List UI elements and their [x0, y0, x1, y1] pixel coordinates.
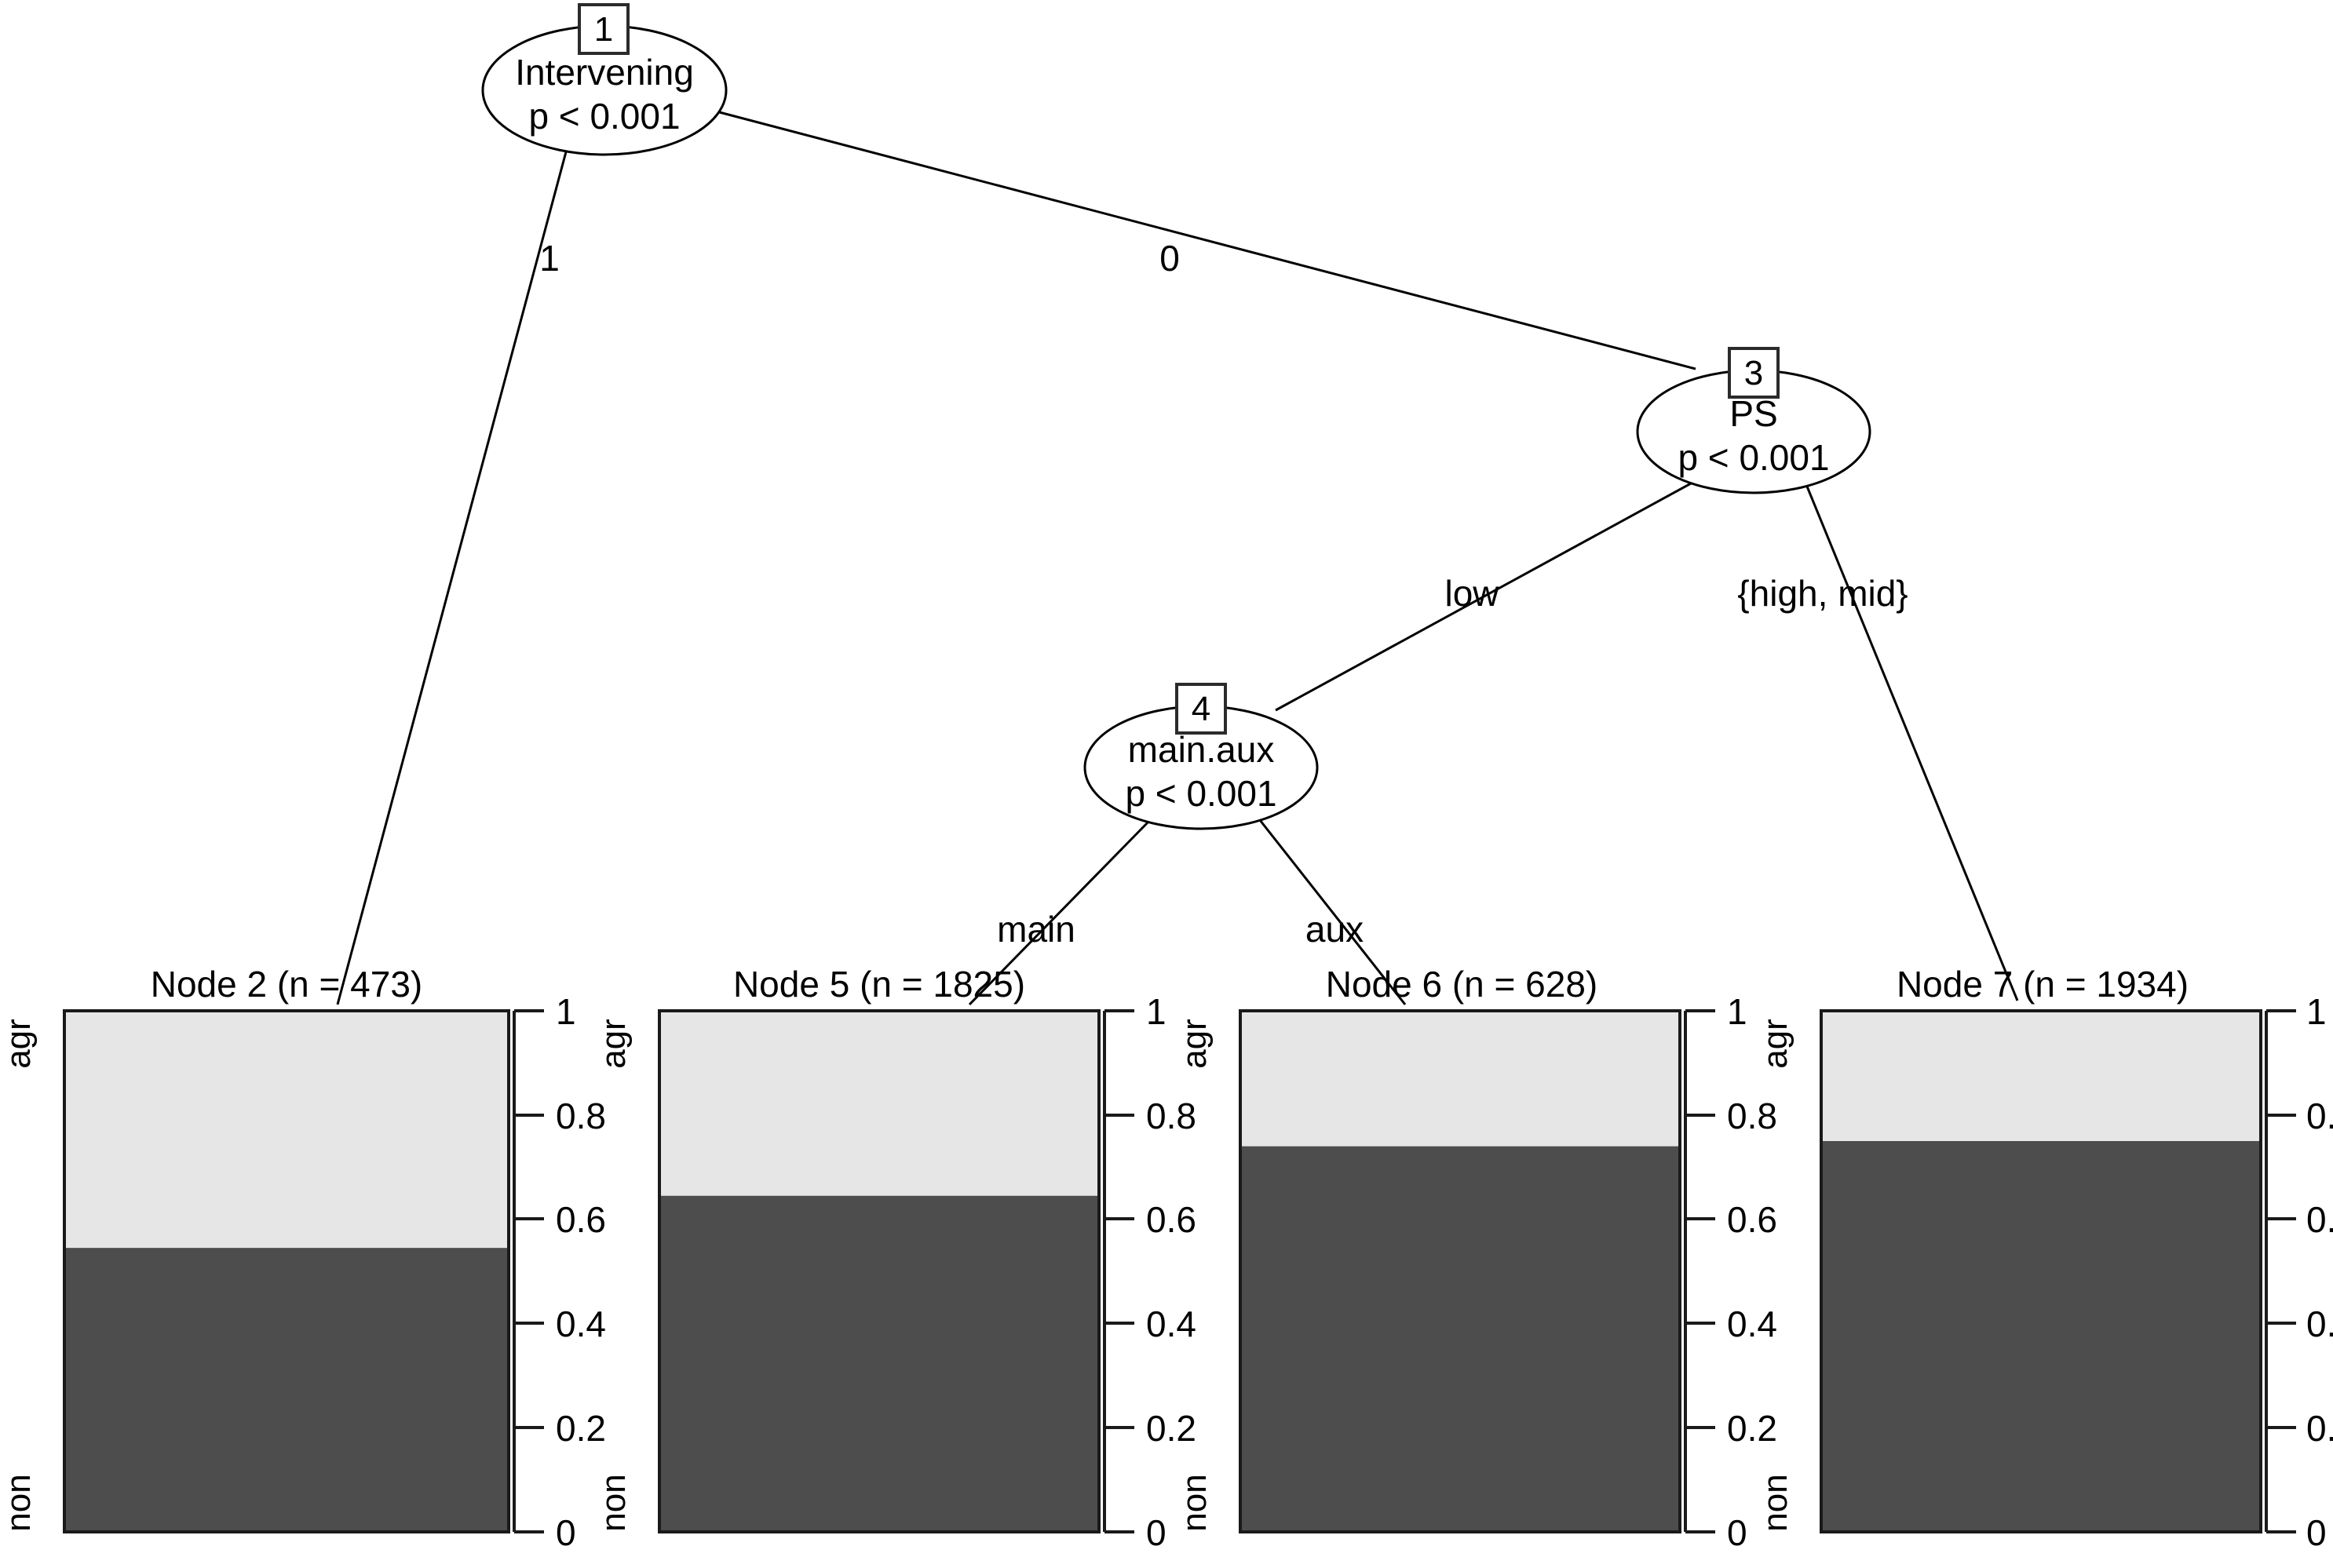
edge-node3-to-node4	[1275, 477, 1700, 712]
edge-label-node3-right: {high, mid}	[1737, 573, 1908, 614]
panel-3-tick-label-1: 1	[2306, 991, 2327, 1032]
panel-3-tick-label-06: 0.6	[2306, 1199, 2333, 1240]
panel-0-category-label-non: non	[0, 1474, 38, 1531]
panel-3-category-label-non: non	[1756, 1474, 1794, 1531]
panel-1-tick-label-04: 0.4	[1146, 1304, 1196, 1344]
panel-3-bar-outline	[1820, 1009, 2262, 1533]
edges-group	[336, 108, 2019, 1006]
panel-2-tick-label-0: 0	[1727, 1512, 1747, 1553]
edge-node4-to-node5	[968, 819, 1152, 1006]
panel-title-node-7: Node 7 (n = 1934)	[1897, 964, 2189, 1005]
panel-2-tick-label-06: 0.6	[1727, 1199, 1777, 1240]
edge-label-node3-left: low	[1444, 573, 1499, 614]
panel-2-category-label-agr: agr	[1175, 1019, 1214, 1069]
node-3-pvalue-label: p < 0.001	[1678, 437, 1829, 478]
edge-node1-to-node3	[710, 108, 1696, 370]
edge-labels-group: 1 0 low {high, mid} main aux	[539, 238, 1908, 950]
panel-0-bar-outline	[63, 1009, 510, 1533]
panel-3-bar-non	[1821, 1141, 2261, 1532]
node-1-id-box	[578, 3, 630, 55]
panel-0-tick-label-02: 0.2	[556, 1408, 606, 1449]
panel-1-tick-label-02: 0.2	[1146, 1408, 1196, 1449]
panel-1-tick-label-1: 1	[1146, 991, 1166, 1032]
panel-2-category-label-non: non	[1175, 1474, 1214, 1531]
node-4-variable-label: main.aux	[1128, 729, 1275, 770]
panel-3-tick-label-02: 0.2	[2306, 1408, 2333, 1449]
panel-title-node-5: Node 5 (n = 1825)	[733, 964, 1025, 1005]
panel-2-tick-label-02: 0.2	[1727, 1408, 1777, 1449]
node-1-variable-label: Intervening	[515, 52, 694, 93]
edge-node3-to-node7	[1804, 482, 2019, 1001]
panel-0-category-label-agr: agr	[0, 1019, 38, 1069]
edge-node4-to-node6	[1258, 819, 1407, 1005]
panel-0-tick-label-06: 0.6	[556, 1199, 606, 1240]
panel-0-tick-label-08: 0.8	[556, 1096, 606, 1136]
panel-2-tick-label-1: 1	[1727, 991, 1747, 1032]
edge-label-node1-left: 1	[539, 238, 560, 279]
panel-2-tick-label-04: 0.4	[1727, 1304, 1777, 1344]
panel-title-node-2: Node 2 (n = 473)	[151, 964, 423, 1005]
terminal-panel-node-2[interactable]: Node 2 (n = 473) 1 0.8 0.6 0.4 0.2 0 agr…	[0, 964, 606, 1553]
panel-0-bar-agr	[64, 1011, 509, 1249]
panel-2-tick-label-08: 0.8	[1727, 1096, 1777, 1136]
node-1-id-label: 1	[594, 10, 613, 49]
panel-1-bar-non	[659, 1195, 1099, 1532]
panel-1-category-label-agr: agr	[594, 1019, 633, 1069]
node-1-pvalue-label: p < 0.001	[528, 96, 680, 137]
inner-node-4[interactable]: 4 main.aux p < 0.001	[1083, 683, 1319, 830]
panel-0-tick-label-1: 1	[556, 991, 576, 1032]
panel-0-tick-label-0: 0	[556, 1512, 576, 1553]
panel-3-bar-agr	[1821, 1011, 2261, 1141]
inner-node-1[interactable]: 1 Intervening p < 0.001	[481, 3, 728, 156]
edge-node1-to-node2	[336, 125, 575, 1005]
node-3-id-label: 3	[1744, 354, 1763, 392]
node-4-pvalue-label: p < 0.001	[1125, 773, 1276, 814]
node-3-variable-label: PS	[1729, 393, 1777, 434]
panel-1-bar-agr	[659, 1011, 1099, 1196]
panel-2-bar-agr	[1240, 1011, 1680, 1147]
edge-label-node1-right: 0	[1159, 238, 1180, 279]
inner-node-3[interactable]: 3 PS p < 0.001	[1636, 347, 1871, 494]
panel-3-tick-label-04: 0.4	[2306, 1304, 2333, 1344]
panel-3-tick-label-08: 0.8	[2306, 1096, 2333, 1136]
terminal-panel-node-6[interactable]: Node 6 (n = 628) 1 0.8 0.6 0.4 0.2 0 agr…	[1175, 964, 1777, 1553]
panel-1-category-label-non: non	[594, 1474, 633, 1531]
node-3-id-box	[1728, 347, 1780, 399]
node-4-id-label: 4	[1192, 690, 1210, 728]
panel-title-node-6: Node 6 (n = 628)	[1326, 964, 1598, 1005]
edge-label-node4-left: main	[997, 909, 1075, 950]
panel-1-tick-label-08: 0.8	[1146, 1096, 1196, 1136]
panel-0-bar-non	[64, 1248, 509, 1532]
panel-3-tick-label-0: 0	[2306, 1512, 2327, 1553]
panel-2-bar-non	[1240, 1146, 1680, 1532]
terminal-panel-node-5[interactable]: Node 5 (n = 1825) 1 0.8 0.6 0.4 0.2 0 ag…	[594, 964, 1196, 1553]
panel-1-bar-outline	[658, 1009, 1101, 1533]
panel-0-tick-label-04: 0.4	[556, 1304, 606, 1344]
edge-label-node4-right: aux	[1305, 909, 1364, 950]
panel-1-tick-label-0: 0	[1146, 1512, 1166, 1553]
panel-3-category-label-agr: agr	[1756, 1019, 1794, 1069]
node-4-id-box	[1175, 683, 1227, 735]
terminal-panel-node-7[interactable]: Node 7 (n = 1934) 1 0.8 0.6 0.4 0.2 0 ag…	[1756, 964, 2333, 1553]
panel-2-bar-outline	[1239, 1009, 1681, 1533]
panel-1-tick-label-06: 0.6	[1146, 1199, 1196, 1240]
